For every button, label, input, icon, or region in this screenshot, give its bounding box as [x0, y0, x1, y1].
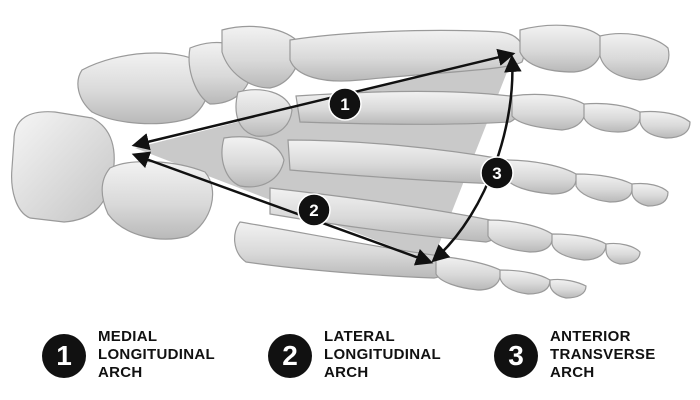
legend-line: MEDIAL: [98, 328, 158, 345]
legend-badge-2: 2: [268, 334, 312, 378]
legend-item-anterior-arch: 3 ANTERIOR TRANSVERSE ARCH: [494, 328, 656, 382]
legend-label-anterior-arch: ANTERIOR TRANSVERSE ARCH: [550, 328, 656, 382]
legend-line: ARCH: [98, 364, 143, 381]
legend: 1 MEDIAL LONGITUDINAL ARCH 2 LATERAL LON…: [0, 328, 700, 388]
legend-line: ARCH: [550, 364, 595, 381]
legend-item-medial-arch: 1 MEDIAL LONGITUDINAL ARCH: [42, 328, 215, 382]
figure-badge-2: 2: [297, 193, 331, 227]
legend-line: ANTERIOR: [550, 328, 631, 345]
figure-badge-1: 1: [328, 87, 362, 121]
calcaneus: [11, 111, 115, 223]
legend-line: LONGITUDINAL: [98, 346, 215, 363]
legend-badge-1: 1: [42, 334, 86, 378]
figure-badge-3-label: 3: [492, 164, 501, 183]
arrow-lateral-arch: [131, 151, 434, 266]
figure-badge-1-label: 1: [340, 95, 349, 114]
legend-badge-3: 3: [494, 334, 538, 378]
legend-line: ARCH: [324, 364, 369, 381]
legend-line: LONGITUDINAL: [324, 346, 441, 363]
phalanges: [435, 24, 691, 299]
figure-badge-3: 3: [480, 156, 514, 190]
legend-item-lateral-arch: 2 LATERAL LONGITUDINAL ARCH: [268, 328, 441, 382]
legend-line: TRANSVERSE: [550, 346, 656, 363]
legend-label-medial-arch: MEDIAL LONGITUDINAL ARCH: [98, 328, 215, 382]
figure-badge-2-label: 2: [309, 201, 318, 220]
legend-label-lateral-arch: LATERAL LONGITUDINAL ARCH: [324, 328, 441, 382]
tarsal-bones: [11, 25, 301, 240]
legend-line: LATERAL: [324, 328, 395, 345]
cuboid: [101, 161, 214, 240]
